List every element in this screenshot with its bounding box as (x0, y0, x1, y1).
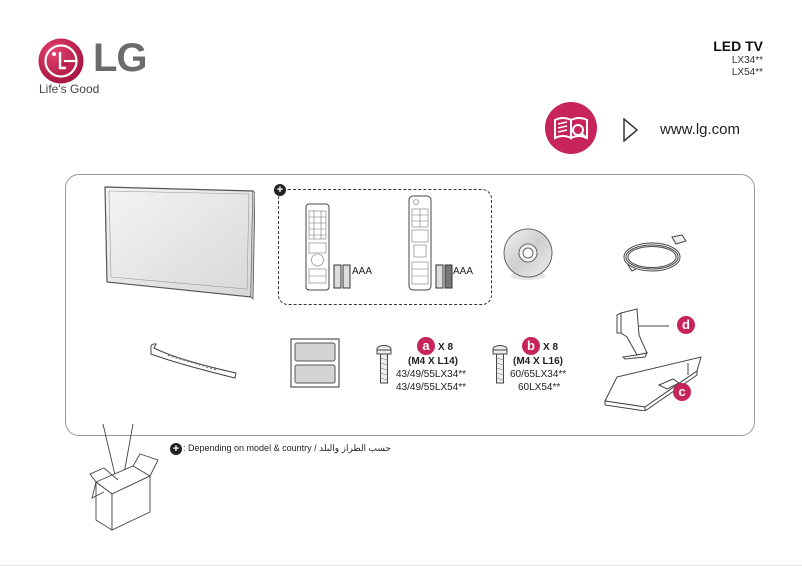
cable-holder-icon (148, 340, 240, 387)
screw-icon (492, 345, 508, 390)
box-icon (88, 418, 163, 538)
footnote-text: : Depending on model & country / (183, 443, 317, 453)
screw-models: 60LX54** (518, 382, 561, 393)
remote-magic-icon (408, 195, 432, 296)
screw-a-badge: a (417, 337, 435, 355)
brand-name: LG (93, 36, 148, 80)
remote-basic-icon (305, 203, 330, 296)
product-title: LED TV (713, 38, 763, 54)
footnote-arabic: حسب الطراز والبلد (319, 443, 391, 453)
battery-icon (435, 263, 453, 294)
power-cord-icon (620, 233, 690, 280)
screw-size: (M4 X L14) (408, 356, 459, 367)
model-number: LX54** (731, 67, 763, 78)
components-panel (65, 174, 755, 436)
cd-icon (503, 226, 553, 289)
model-number: LX34** (731, 55, 763, 66)
tray-icon (290, 338, 340, 393)
manual-search-icon (545, 102, 597, 159)
lg-logo (38, 38, 84, 84)
screw-b-badge: b (522, 337, 540, 355)
brand-tagline: Life's Good (39, 82, 100, 96)
screw-size: (M4 X L16) (513, 356, 564, 367)
tv-icon (103, 185, 256, 305)
plus-icon: + (274, 184, 286, 196)
screw-quantity: X 8 (438, 342, 454, 353)
screw-quantity: X 8 (543, 342, 559, 353)
play-arrow-icon (623, 117, 639, 147)
screw-models: 43/49/55LX54** (396, 382, 467, 393)
battery-label: AAA (453, 266, 474, 277)
optional-items-group (278, 189, 492, 305)
plus-icon: + (170, 443, 182, 455)
battery-icon (333, 263, 351, 294)
screw-icon (376, 345, 392, 390)
stand-neck-badge: d (677, 316, 695, 334)
screw-models: 60/65LX34** (510, 369, 567, 380)
lg-logo-icon (38, 38, 84, 84)
screw-models: 43/49/55LX34** (396, 369, 467, 380)
website-link[interactable]: www.lg.com (660, 121, 741, 138)
footnote: : Depending on model & country / حسب الط… (183, 443, 391, 454)
stand-icon (603, 307, 703, 416)
stand-base-badge: c (673, 383, 691, 401)
battery-label: AAA (352, 266, 373, 277)
